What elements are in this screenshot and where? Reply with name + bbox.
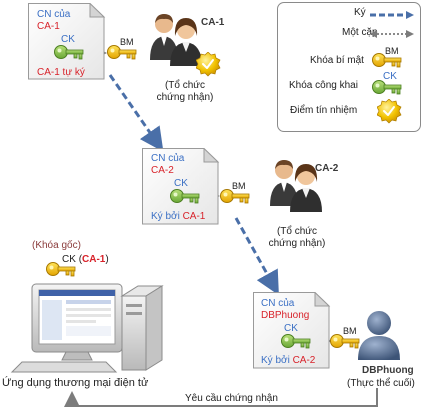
legend-private-key-tag: BM bbox=[385, 46, 399, 56]
application-computer-icon bbox=[10, 283, 164, 373]
root-key-caption: CK (CA-1) bbox=[62, 254, 109, 266]
root-key-ck: CK bbox=[62, 254, 76, 265]
ca1-cert-signed-by: CA-1 tự ký bbox=[37, 67, 85, 78]
user-role: (Thực thể cuối) bbox=[347, 378, 415, 389]
ca1-cert-line1: CN của bbox=[37, 9, 71, 20]
ca2-name: CA-2 bbox=[315, 163, 339, 174]
root-key-paren-open: ( bbox=[78, 254, 83, 265]
user-signed-by-name: CA-2 bbox=[292, 355, 316, 366]
ca2-signed-by-name: CA-1 bbox=[182, 211, 206, 222]
ca2-bm-label: BM bbox=[232, 181, 246, 191]
ca2-role: (Tổ chức chứng nhận) bbox=[268, 226, 326, 249]
ca1-cert-line2: CA-1 bbox=[37, 21, 60, 32]
ca2-cert-line1: CN của bbox=[151, 153, 185, 164]
ca1-role: (Tổ chức chứng nhận) bbox=[156, 80, 214, 103]
ca1-private-key-icon bbox=[107, 45, 137, 60]
ca2-signed-by-prefix: Ký bởi bbox=[151, 211, 180, 222]
user-signed-by-prefix: Ký bởi bbox=[261, 355, 290, 366]
user-bm-label: BM bbox=[343, 326, 357, 336]
root-key-owner: CA-1 bbox=[82, 254, 106, 265]
user-public-key-icon bbox=[281, 334, 311, 349]
request-arrow bbox=[64, 388, 378, 407]
ca2-public-key-icon bbox=[170, 189, 200, 204]
ca1-name: CA-1 bbox=[201, 17, 225, 28]
application-label: Ứng dụng thương mại điện tử bbox=[2, 377, 149, 389]
root-key-icon bbox=[46, 262, 76, 277]
root-key-label: (Khóa gốc) bbox=[32, 240, 81, 251]
user-cert-line2: DBPhuong bbox=[261, 310, 310, 321]
ca2-cert-line2: CA-2 bbox=[151, 165, 174, 176]
legend-public-key-icon bbox=[372, 80, 402, 95]
legend-trust-point-label: Điểm tín nhiệm bbox=[290, 105, 358, 116]
user-cert-ck-label: CK bbox=[284, 323, 298, 334]
legend-private-key-label: Khóa bí mật bbox=[310, 55, 364, 66]
legend-trust-seal-icon bbox=[377, 99, 402, 124]
legend-public-key-tag: CK bbox=[383, 71, 397, 82]
ca1-bm-label: BM bbox=[120, 37, 134, 47]
ca1-public-key-icon bbox=[54, 45, 84, 60]
ca2-cert-ck-label: CK bbox=[174, 178, 188, 189]
legend-signed-label: Ký bbox=[354, 7, 366, 18]
legend-signed-arrow-icon bbox=[370, 11, 414, 19]
user-cert-signed-by: Ký bởi CA-2 bbox=[261, 355, 315, 367]
signed-arrow-ca2-to-user-cert bbox=[234, 217, 279, 296]
ca1-cert-ck-label: CK bbox=[61, 34, 75, 45]
signed-arrow-ca1-to-ca2-cert bbox=[108, 74, 164, 152]
user-name: DBPhuong bbox=[362, 365, 414, 376]
ca1-trust-seal-icon bbox=[196, 52, 221, 77]
legend-pair-label: Một cặp bbox=[342, 27, 378, 38]
ca2-private-key-icon bbox=[220, 189, 250, 204]
request-label: Yêu cầu chứng nhận bbox=[185, 393, 278, 404]
root-key-paren-close: ) bbox=[105, 254, 109, 265]
ca2-cert-signed-by: Ký bởi CA-1 bbox=[151, 211, 205, 223]
legend-pair-arrow-icon bbox=[370, 30, 414, 38]
legend-private-key-icon bbox=[372, 53, 402, 68]
legend-public-key-label: Khóa công khai bbox=[289, 80, 358, 91]
user-cert-line1: CN của bbox=[261, 298, 295, 309]
user-person-icon bbox=[358, 311, 400, 360]
